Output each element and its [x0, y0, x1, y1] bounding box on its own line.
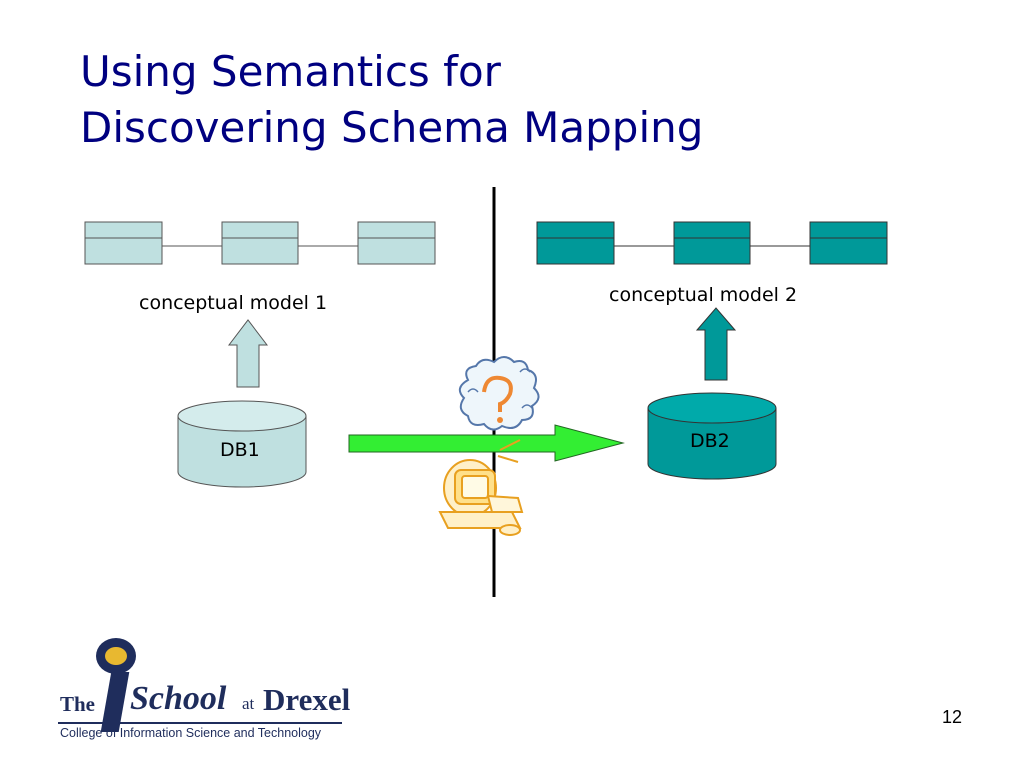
db2-label: DB2 [690, 430, 730, 452]
page-number: 12 [941, 707, 962, 727]
logo-drexel: Drexel [263, 682, 351, 717]
title-line-1: Using Semantics for [80, 47, 501, 96]
db2-cylinder [647, 392, 777, 480]
logo-school: School [130, 680, 227, 717]
entity-box [536, 221, 615, 265]
mapping-arrow [348, 424, 625, 462]
conceptual-model-1-label: conceptual model 1 [139, 292, 328, 314]
entity-box [809, 221, 888, 265]
db1-label: DB1 [220, 439, 260, 461]
dragon-seal-icon [96, 638, 136, 674]
logo-divider [58, 722, 342, 724]
ischool-drexel-logo: The School at Drexel College of Informat… [58, 636, 358, 746]
slide-title: Using Semantics for Discovering Schema M… [80, 44, 703, 156]
conceptual-model-1 [84, 221, 436, 265]
logo-the: The [60, 692, 96, 716]
conceptual-model-2 [536, 221, 888, 265]
db1-cylinder [177, 400, 307, 488]
entity-box [221, 221, 299, 265]
conceptual-model-2-label: conceptual model 2 [609, 284, 798, 306]
db2-up-arrow [695, 307, 737, 381]
logo-college-name: College of Information Science and Techn… [60, 726, 322, 740]
title-line-2: Discovering Schema Mapping [80, 103, 704, 152]
logo-at: at [242, 694, 255, 713]
entity-box [673, 221, 751, 265]
entity-box [84, 221, 163, 265]
db1-up-arrow [227, 319, 269, 388]
computer-user-icon [438, 439, 524, 536]
question-cloud-icon [458, 356, 540, 431]
entity-box [357, 221, 436, 265]
